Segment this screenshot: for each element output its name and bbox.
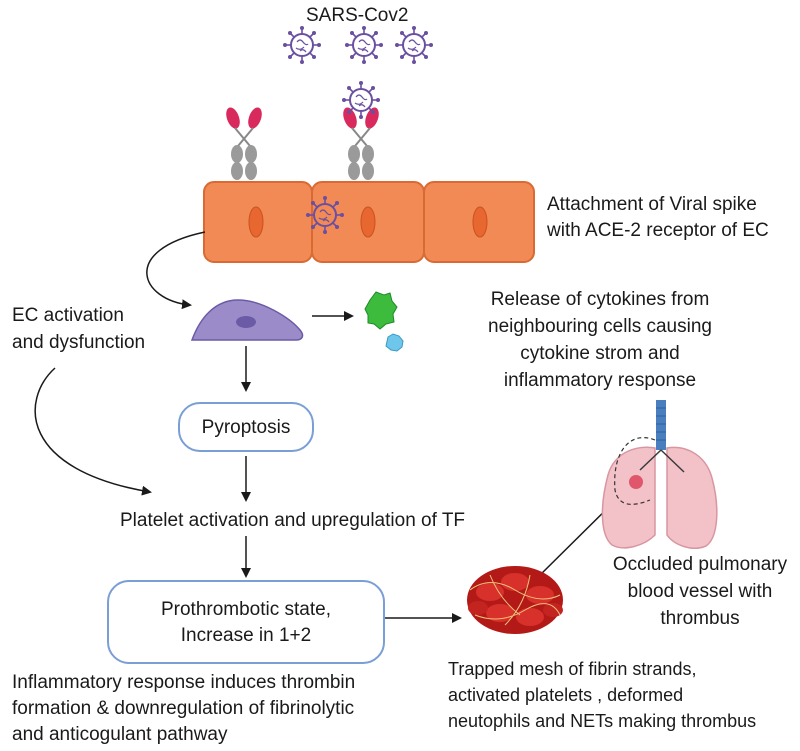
attachment-line-2: with ACE-2 receptor of EC [547,220,769,241]
occluded-line-1: Occluded pulmonary [612,554,788,575]
ec-activation-line-1: EC activation [12,305,124,326]
cytokine-line-3: cytokine strom and [520,343,680,364]
cytokine-line-2: neighbouring cells causing [488,316,712,337]
virus-icon [282,25,322,65]
pyroptosis-box: Pyroptosis [178,402,314,452]
virus-title: SARS-Cov2 [306,5,409,26]
ace2-receptor-icon [222,104,266,181]
prothrombotic-line-2: Increase in 1+2 [180,625,312,646]
virus-icon [341,80,381,120]
endothelial-cell-icon [311,181,425,263]
inflammatory-line-2: formation & downregulation of fibrinolyt… [12,698,355,719]
endothelial-cell-icon [423,181,535,263]
endothelial-cell-icon [203,181,313,263]
ec-activation-line-2: and dysfunction [12,332,146,353]
inflammatory-line-1: Inflammatory response induces thrombin [12,672,356,693]
cytokine-green-icon [364,291,398,330]
platelet-activation-text: Platelet activation and upregulation of … [120,510,466,531]
cytokine-blue-icon [385,333,404,352]
arrow-ec-to-platelet [34,367,152,496]
trapped-line-3: neutophils and NETs making thrombus [448,711,757,731]
trapped-line-1: Trapped mesh of fibrin strands, [448,659,697,679]
pyroptosis-label: Pyroptosis [201,417,291,438]
thrombus-icon [467,566,563,634]
lungs-icon [601,400,718,549]
activated-cell-icon [190,299,304,341]
inflammatory-line-3: and anticogulant pathway [12,724,228,745]
virus-icon [394,25,434,65]
trapped-line-2: activated platelets , deformed [448,685,684,705]
occluded-line-2: blood vessel with [627,581,773,602]
cytokine-line-1: Release of cytokines from [490,289,710,310]
prothrombotic-line-1: Prothrombotic state, [160,599,332,620]
cytokine-line-4: inflammatory response [503,370,697,391]
virus-icon [344,25,384,65]
arrow-to-activated-cell [146,231,206,310]
prothrombotic-box: Prothrombotic state, Increase in 1+2 [107,580,385,664]
occluded-line-3: thrombus [660,608,740,629]
attachment-line-1: Attachment of Viral spike [547,194,757,215]
